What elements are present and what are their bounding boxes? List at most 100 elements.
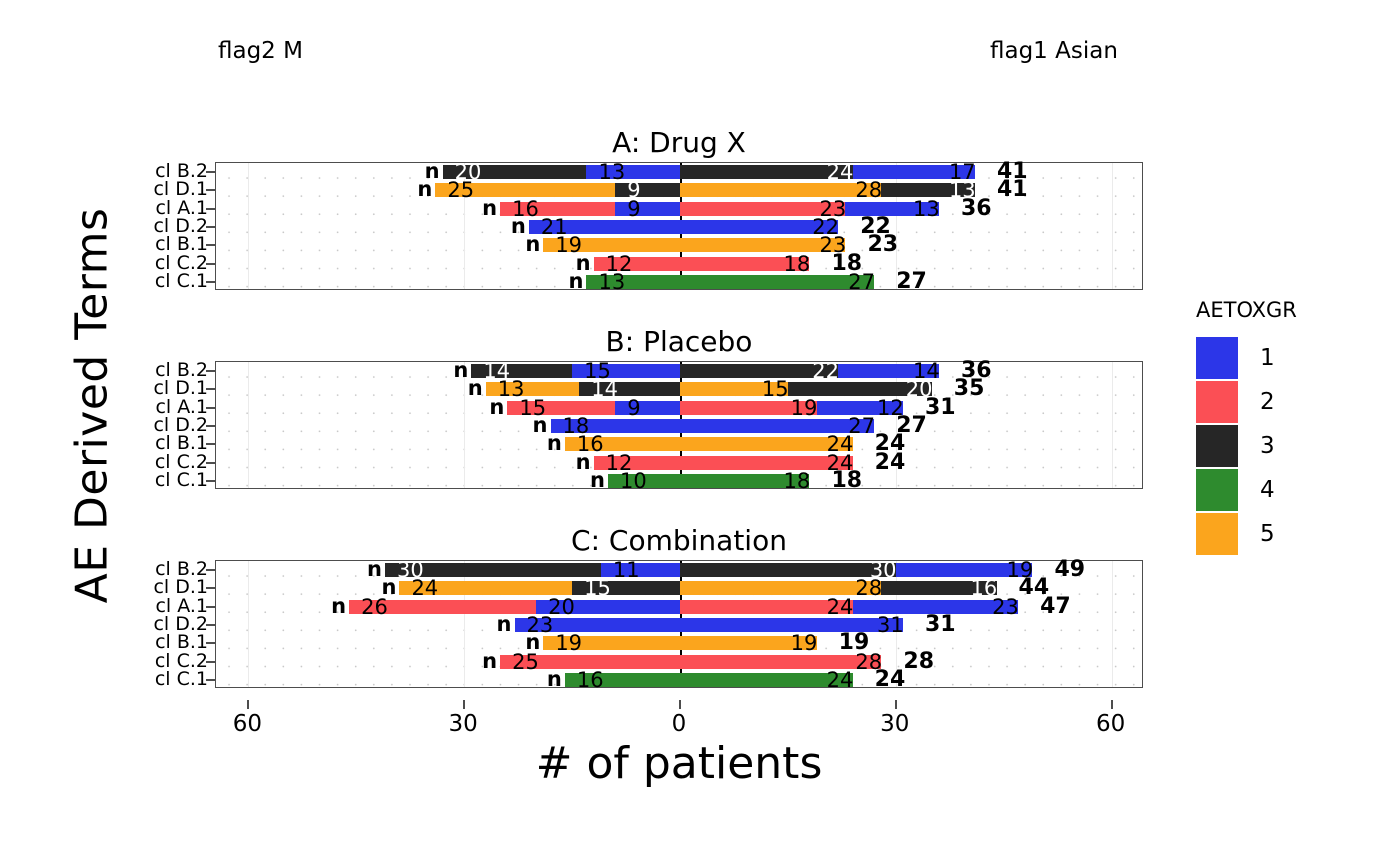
segment-value-label: 13 [598,269,626,294]
bar-n-marker: n [453,358,469,383]
bar-segment[interactable] [550,419,680,433]
y-axis-tick-label-text: cl B.1 [155,233,208,256]
x-axis-tick-label: 60 [232,711,262,737]
bar-segment[interactable] [615,183,680,198]
segment-value-label: 28 [855,649,883,674]
bar-segment[interactable] [593,455,680,470]
bar-segment[interactable] [572,364,680,379]
segment-value-label: 28 [855,576,883,601]
bar-segment[interactable] [680,473,810,488]
legend-item[interactable]: 2 [1196,380,1297,424]
bar-segment[interactable] [615,400,680,415]
bar-segment[interactable] [680,618,903,632]
bar-segment[interactable] [579,382,680,397]
panel-title: B: Placebo [605,325,753,358]
bar-segment[interactable] [680,183,882,198]
bar-segment[interactable] [881,183,975,198]
bar-segment[interactable] [680,437,853,452]
bar-segment[interactable] [385,563,601,578]
bar-segment[interactable] [680,455,853,470]
y-axis-tick-label-text: cl B.2 [155,160,208,183]
bar-segment[interactable] [680,201,846,216]
bar-segment[interactable] [543,238,680,253]
bar-segment[interactable] [536,599,680,614]
bar-total-label: 24 [874,666,906,692]
bar-segment[interactable] [680,400,817,415]
x-axis-tick [679,700,681,709]
bar-segment[interactable] [787,382,932,397]
bar-n-marker: n [510,214,526,238]
bar-segment[interactable] [680,256,810,271]
bar-segment[interactable] [680,165,853,180]
legend-item[interactable]: 3 [1196,424,1297,468]
bar-total-label: 41 [996,177,1028,203]
bar-n-marker: n [575,250,591,275]
legend-item[interactable]: 5 [1196,512,1297,556]
bar-segment[interactable] [680,563,896,578]
bar-segment[interactable] [514,618,680,632]
bar-segment[interactable] [680,636,817,651]
bar-segment[interactable] [399,581,573,596]
x-axis-tick [247,700,250,709]
segment-value-label: 11 [612,558,640,583]
bar-segment[interactable] [680,419,875,433]
segment-value-label: 18 [783,251,811,276]
bar-segment[interactable] [572,581,680,596]
bar-segment[interactable] [485,382,580,397]
y-axis-tick-label-text: cl C.2 [154,251,208,274]
segment-value-label: 15 [761,377,789,402]
bar-segment[interactable] [816,400,903,415]
bar-segment[interactable] [615,201,680,216]
bar-segment[interactable] [845,201,939,216]
bar-segment[interactable] [680,581,882,596]
bar-segment[interactable] [680,382,788,397]
bar-segment[interactable] [680,672,853,687]
bar-segment[interactable] [680,220,839,234]
bar-segment[interactable] [593,256,680,271]
bar-segment[interactable] [680,364,839,379]
bar-segment[interactable] [680,238,846,253]
bar-segment[interactable] [600,563,680,578]
bar-segment[interactable] [564,672,680,687]
segment-value-label: 15 [519,395,547,420]
grid-line [1111,362,1113,488]
bar-segment[interactable] [852,165,975,180]
grid-line [1111,561,1113,687]
bar-segment[interactable] [838,364,939,379]
legend-item[interactable]: 4 [1196,468,1297,512]
segment-value-label: 14 [591,377,619,402]
y-axis-tick-label-text: cl B.2 [155,359,208,382]
bar-segment[interactable] [500,201,616,216]
y-axis-tick [206,443,215,446]
bar-segment[interactable] [507,400,616,415]
bar-segment[interactable] [349,599,537,614]
y-axis-tick-label-text: cl A.1 [155,594,208,617]
bar-segment[interactable] [586,274,680,289]
bar-segment[interactable] [852,599,1019,614]
y-axis-tick [206,280,215,283]
bar-segment[interactable] [895,563,1033,578]
bar-segment[interactable] [680,599,853,614]
segment-value-label: 9 [627,196,641,221]
bar-segment[interactable] [680,654,882,669]
bar-segment[interactable] [500,654,680,669]
bar-segment[interactable] [543,636,680,651]
y-axis-tick-label-text: cl D.1 [153,178,208,201]
legend-item[interactable]: 1 [1196,336,1297,380]
bar-segment[interactable] [471,364,573,379]
bar-segment[interactable] [608,473,680,488]
bar-segment[interactable] [528,220,680,234]
bar-total-label: 44 [1018,575,1050,601]
bar-segment[interactable] [564,437,680,452]
bar-segment[interactable] [881,581,997,596]
bar-segment[interactable] [586,165,680,180]
panel-title: A: Drug X [612,126,746,159]
bar-segment[interactable] [435,183,616,198]
bar-segment[interactable] [680,274,875,289]
bar-segment[interactable] [442,165,587,180]
